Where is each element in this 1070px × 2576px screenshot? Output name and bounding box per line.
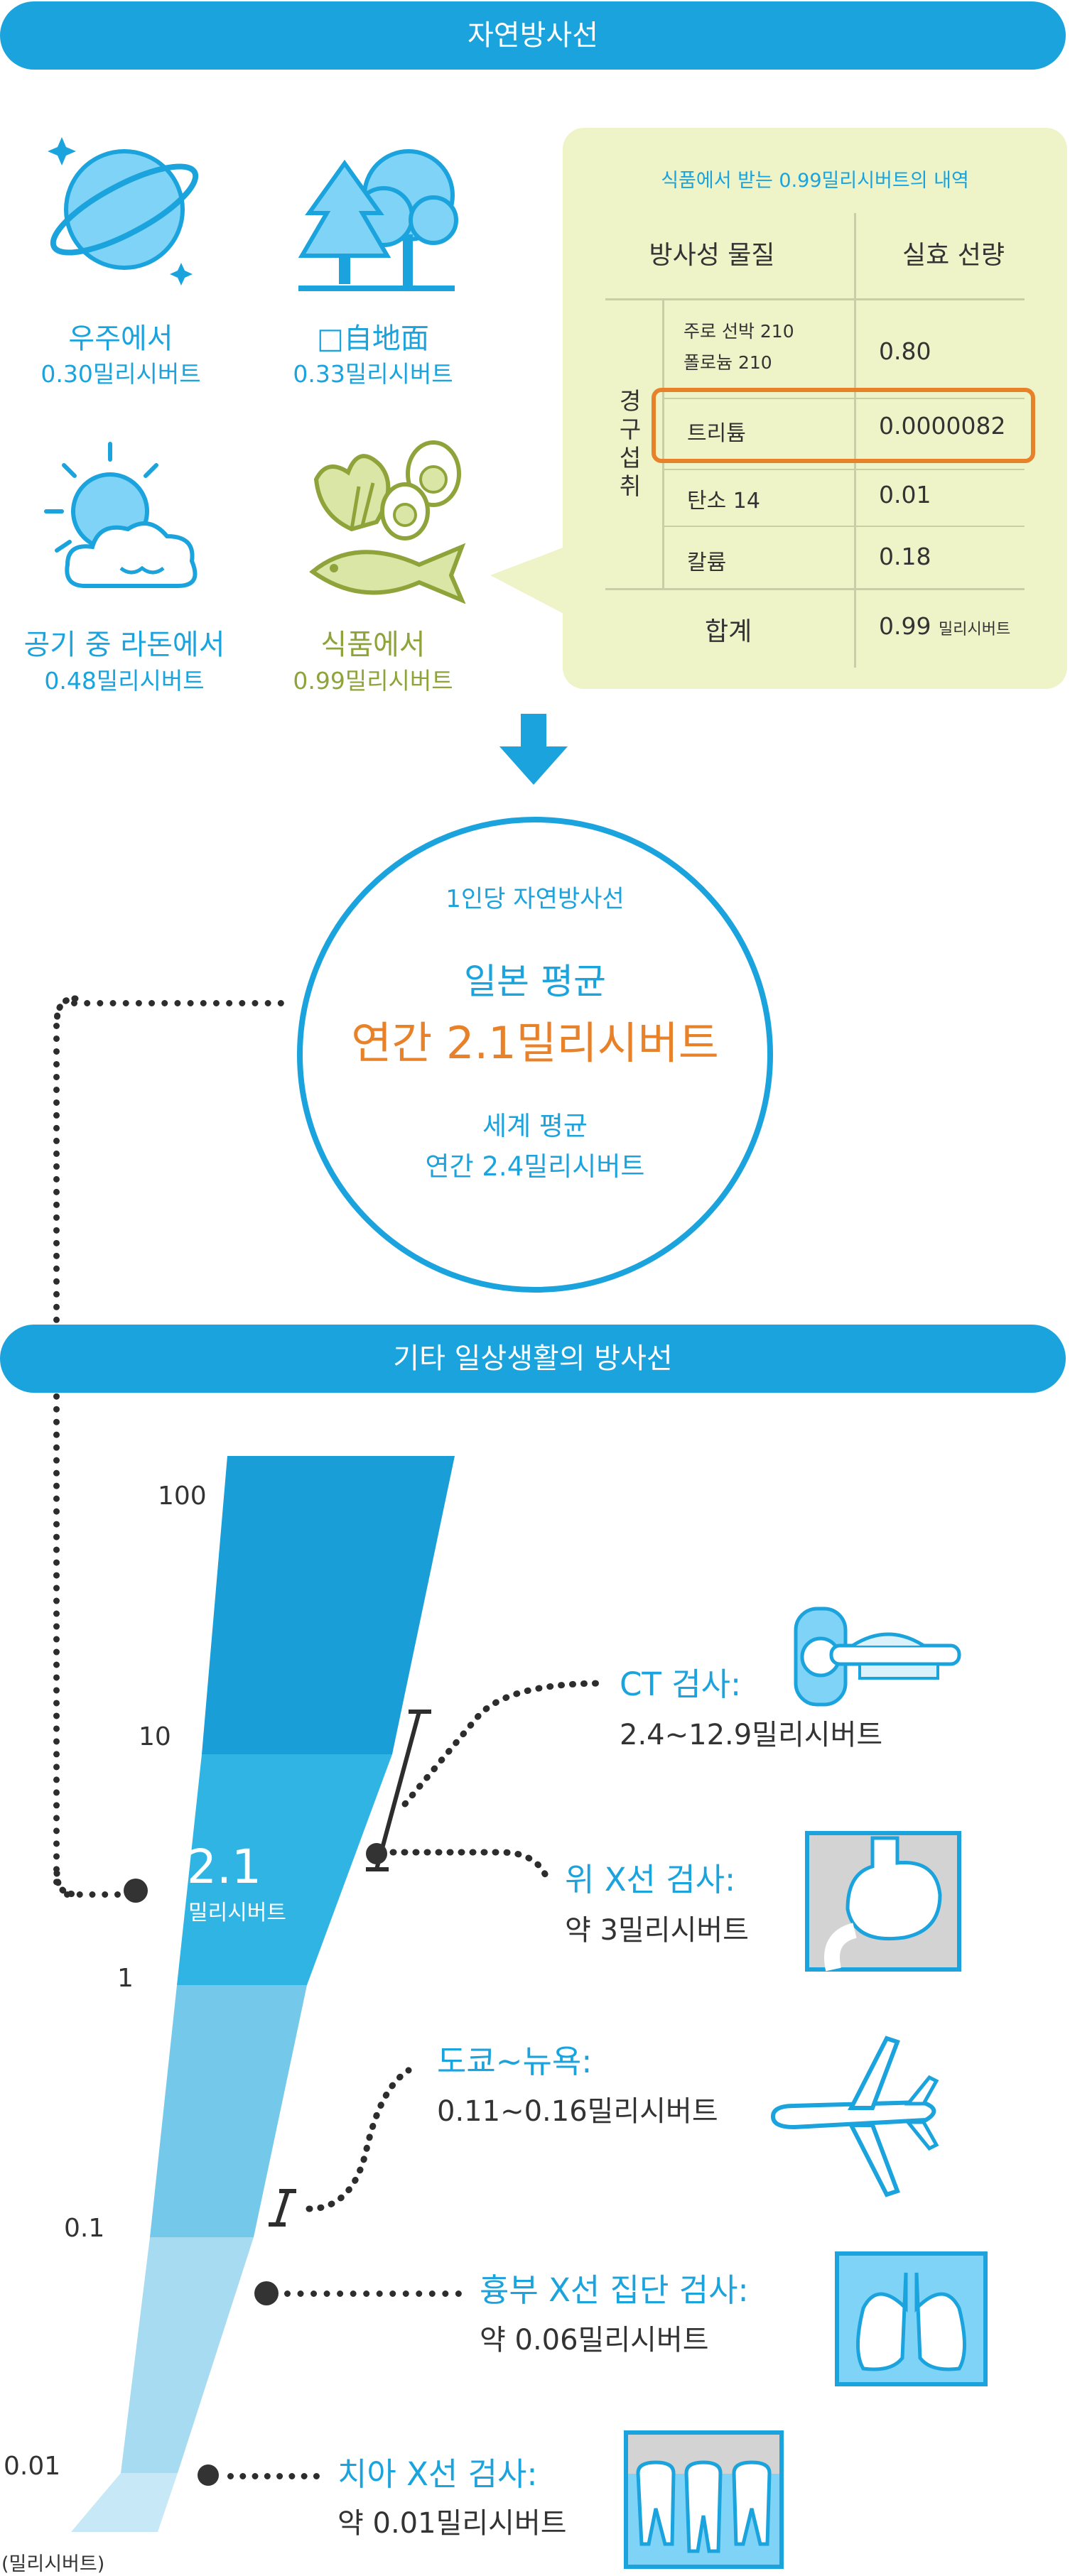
marker-value: 2.1 (187, 1839, 261, 1894)
tick-0-01: 0.01 (4, 2452, 61, 2481)
stomach-bullet (366, 1843, 387, 1864)
stomach-xray-icon (805, 1831, 961, 1972)
scale-unit: (밀리시버트) (1, 2553, 105, 2575)
source-name-space: 우주에서 (68, 322, 173, 355)
row-substance-polonium: 주로 선박 210 폴로늄 210 (683, 321, 794, 373)
range-marker-ct (366, 1710, 431, 1871)
source-value-ground: 0.33밀리시버트 (293, 360, 453, 388)
row-substance-carbon: 탄소 14 (687, 489, 760, 513)
down-arrow-icon (499, 714, 568, 785)
row-substance-potassium: 칼륨 (687, 550, 727, 575)
marker-unit: 밀리시버트 (188, 1901, 286, 1925)
stomach-value: 약 3밀리시버트 (565, 1914, 749, 1947)
source-name-radon: 공기 중 라돈에서 (23, 629, 225, 661)
row-dose-tritium: 0.0000082 (879, 412, 1006, 440)
source-value-space: 0.30밀리시버트 (40, 360, 201, 388)
tick-0-1: 0.1 (64, 2214, 105, 2243)
total-value: 0.99 (879, 612, 931, 640)
source-value-radon: 0.48밀리시버트 (44, 667, 205, 695)
tick-10: 10 (139, 1722, 171, 1751)
tritium-highlight-box (652, 388, 1035, 463)
food-icon (309, 440, 466, 604)
airplane-icon (770, 2036, 939, 2197)
connector-corner (53, 995, 79, 1026)
planet-icon (48, 137, 199, 286)
connector-top (71, 1000, 284, 1006)
table-title: 식품에서 받는 0.99밀리시버트의 내역 (661, 170, 969, 192)
source-value-food: 0.99밀리시버트 (293, 667, 453, 695)
teeth-name: 치아 X선 검사: (337, 2455, 538, 2493)
source-name-ground: □自地面 (317, 322, 429, 355)
source-name-food: 식품에서 (320, 629, 426, 661)
dose-scale-funnel (71, 1456, 455, 2532)
table-header-substance: 방사성 물질 (649, 241, 775, 270)
teeth-connector (227, 2473, 320, 2479)
row-substance-tritium: 트리튬 (687, 421, 746, 446)
flight-value: 0.11~0.16밀리시버트 (437, 2095, 718, 2128)
ct-scanner-icon (794, 1607, 961, 1707)
japan-label: 일본 평균 (464, 961, 606, 1002)
world-value: 연간 2.4밀리시버트 (425, 1151, 645, 1182)
teeth-xray-icon (624, 2430, 784, 2569)
chest-bullet (254, 2281, 279, 2305)
trees-icon (298, 149, 458, 291)
section-header-daily: 기타 일상생활의 방사선 (0, 1325, 1066, 1393)
lung-xray-icon (835, 2251, 988, 2386)
teeth-value: 약 0.01밀리시버트 (337, 2507, 567, 2540)
ct-connector (401, 1680, 607, 1808)
chest-value: 약 0.06밀리시버트 (480, 2324, 709, 2357)
section-header-natural: 자연방사선 (0, 1, 1066, 70)
chest-name: 흉부 X선 집단 검사: (480, 2271, 749, 2309)
connector-bottom (64, 1891, 121, 1898)
ct-value: 2.4~12.9밀리시버트 (620, 1719, 883, 1751)
marker-bullet (124, 1879, 148, 1903)
sun-cloud-icon (44, 442, 198, 588)
connector-vertical (53, 1023, 60, 1886)
world-label: 세계 평균 (482, 1111, 588, 1141)
ct-name: CT 검사: (620, 1665, 742, 1703)
panel-pointer (490, 547, 565, 614)
total-value-row: 0.99 밀리시버트 (879, 612, 1010, 640)
food-breakdown-panel: 식품에서 받는 0.99밀리시버트의 내역 방사성 물질 실효 선량 경 구 섭… (563, 128, 1067, 689)
total-label: 합계 (705, 617, 752, 646)
summary-subtitle: 1인당 자연방사선 (445, 885, 625, 913)
flight-connector (269, 2067, 412, 2227)
row-dose-polonium: 0.80 (879, 337, 931, 365)
row-dose-potassium: 0.18 (879, 543, 931, 570)
summary-circle (297, 817, 773, 1293)
flight-name: 도쿄~뉴욕: (437, 2043, 593, 2080)
total-unit: 밀리시버트 (938, 621, 1011, 638)
stomach-connector (389, 1849, 551, 1882)
table-header-dose: 실효 선량 (902, 241, 1005, 270)
japan-value: 연간 2.1밀리시버트 (351, 1017, 719, 1069)
teeth-bullet (198, 2464, 219, 2486)
tick-100: 100 (158, 1482, 207, 1511)
connector-corner-bottom (53, 1871, 79, 1898)
side-label: 경 구 섭 취 (619, 387, 642, 500)
chest-connector (284, 2290, 462, 2297)
stomach-name: 위 X선 검사: (565, 1861, 736, 1898)
tick-1: 1 (117, 1964, 134, 1993)
row-dose-carbon: 0.01 (879, 481, 931, 509)
